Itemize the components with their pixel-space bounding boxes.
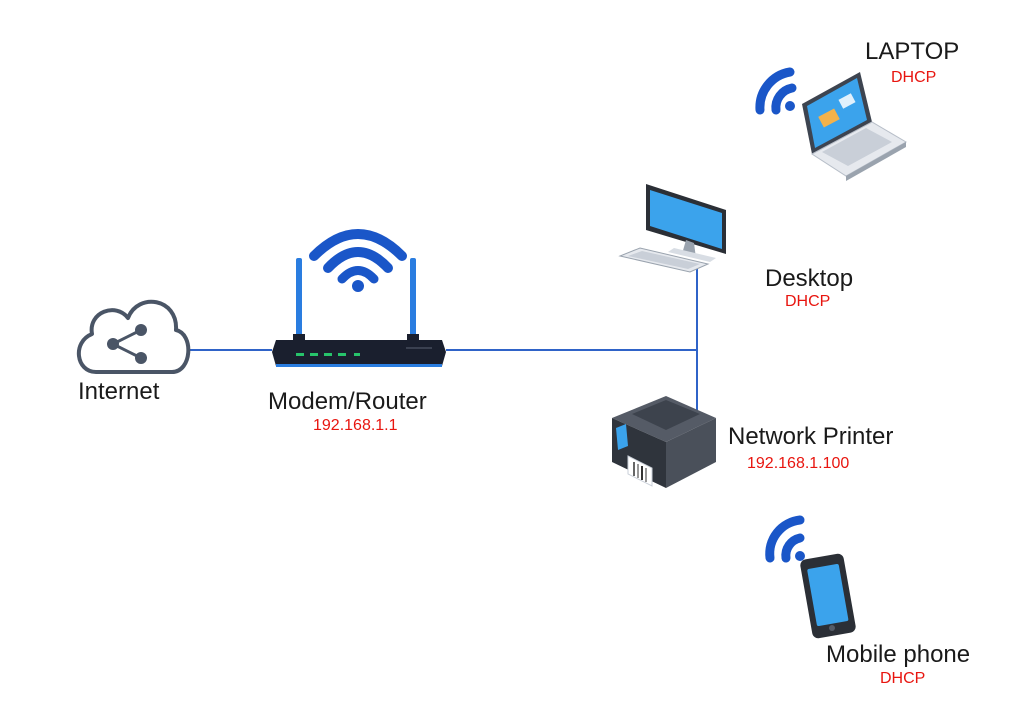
router-ip: 192.168.1.1	[313, 417, 398, 434]
printer-ip: 192.168.1.100	[747, 455, 850, 472]
wifi-icon	[765, 515, 805, 563]
desktop-ip: DHCP	[785, 293, 831, 310]
cloud-share-icon	[76, 299, 191, 374]
desktop-computer-icon	[618, 184, 726, 273]
desktop-label: Desktop	[765, 265, 854, 292]
internet-label: Internet	[78, 378, 160, 405]
laptop-label: LAPTOP	[865, 38, 960, 65]
printer-icon	[612, 396, 716, 488]
printer-label: Network Printer	[728, 423, 894, 450]
wifi-icon	[755, 67, 797, 115]
phone-ip: DHCP	[880, 670, 926, 687]
connection-lines	[186, 262, 698, 412]
router-icon	[272, 258, 446, 367]
wifi-icon	[309, 229, 407, 292]
mobile-phone-icon	[800, 553, 856, 639]
router-label: Modem/Router	[268, 388, 427, 415]
laptop-icon	[802, 72, 907, 181]
laptop-ip: DHCP	[891, 69, 937, 86]
phone-label: Mobile phone	[826, 641, 971, 668]
